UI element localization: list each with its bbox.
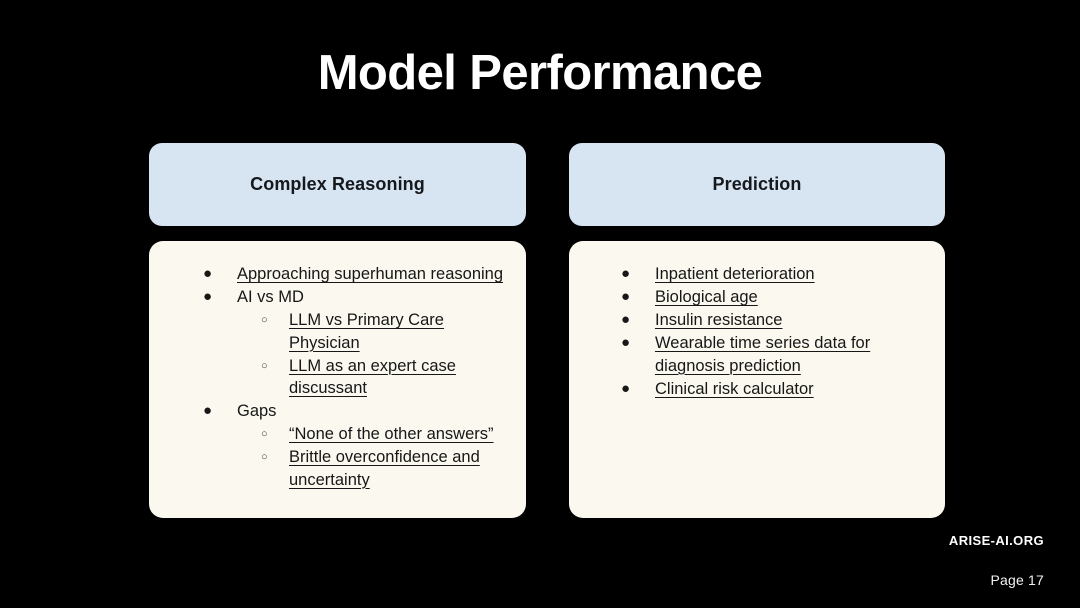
bullet-hollow-circle-icon: ○ [261,359,268,372]
list-item: ● Wearable time series data for diagnosis… [585,332,929,377]
list-item-link[interactable]: Biological age [655,288,758,306]
list-item: ● Biological age [585,286,929,309]
card-header-label: Prediction [712,174,802,194]
list-item-link[interactable]: “None of the other answers” [289,425,494,443]
card-body-complex-reasoning: ● Approaching superhuman reasoning ● AI vs … [149,241,526,518]
list-item: ● Approaching superhuman reasoning [165,263,510,286]
bullet-list-prediction: ●Inpatient deterioration●Biological age●… [585,263,929,400]
bullet-filled-circle-icon: ● [203,265,213,282]
list-item: ● AI vs MD [165,286,510,309]
card-body-prediction: ●Inpatient deterioration●Biological age●… [569,241,945,518]
list-item-link[interactable]: LLM as an expert case discussant [289,356,456,398]
list-item-link[interactable]: Clinical risk calculator [655,379,814,398]
sub-bullet-list: ○ “None of the other answers” ○ Brittle ove… [165,423,510,491]
list-item-link[interactable]: Approaching superhuman reasoning [237,265,504,283]
card-header-label: Complex Reasoning [250,174,425,194]
footer-page-number: Page 17 [990,572,1044,588]
list-item: ○ LLM vs Primary Care Physician [165,309,510,354]
list-item: ○ “None of the other answers” [165,423,510,446]
footer-brand: ARISE-AI.ORG [948,533,1044,548]
bullet-filled-circle-icon: ● [621,265,631,282]
bullet-list-complex-reasoning: ● Approaching superhuman reasoning ● AI vs … [165,263,510,491]
bullet-filled-circle-icon: ● [621,334,631,351]
list-item-link[interactable]: Insulin resistance [655,311,783,329]
list-item-link[interactable]: Brittle overconfidence and uncertainty [289,448,480,489]
page-title: Model Performance [317,46,763,100]
bullet-filled-circle-icon: ● [203,288,213,305]
list-item-label: AI vs MD [237,288,304,306]
bullet-hollow-circle-icon: ○ [261,428,268,440]
card-header-complex-reasoning: Complex Reasoning [149,143,526,226]
bullet-filled-circle-icon: ● [621,311,631,328]
list-item-link[interactable]: Inpatient deterioration [655,265,815,283]
list-item: ● Inpatient deterioration [585,263,929,286]
list-item: ○ Brittle overconfidence and uncertainty [165,446,510,491]
bullet-filled-circle-icon: ● [621,379,631,397]
list-item-label: Gaps [237,402,277,420]
list-item-link[interactable]: LLM vs Primary Care Physician [289,311,444,352]
bullet-hollow-circle-icon: ○ [261,451,268,463]
sub-bullet-list: ○ LLM vs Primary Care Physician ○ LLM as an… [165,309,510,400]
bullet-filled-circle-icon: ● [203,402,213,419]
list-item: ● Insulin resistance [585,309,929,332]
list-item: ● Gaps [165,400,510,423]
list-item: ● Clinical risk calculator [585,378,929,401]
bullet-hollow-circle-icon: ○ [261,314,268,326]
card-header-prediction: Prediction [569,143,945,226]
list-item-link[interactable]: Wearable time series data for diagnosis … [655,334,871,375]
list-item: ○ LLM as an expert case discussant [165,355,510,400]
bullet-filled-circle-icon: ● [621,288,631,305]
